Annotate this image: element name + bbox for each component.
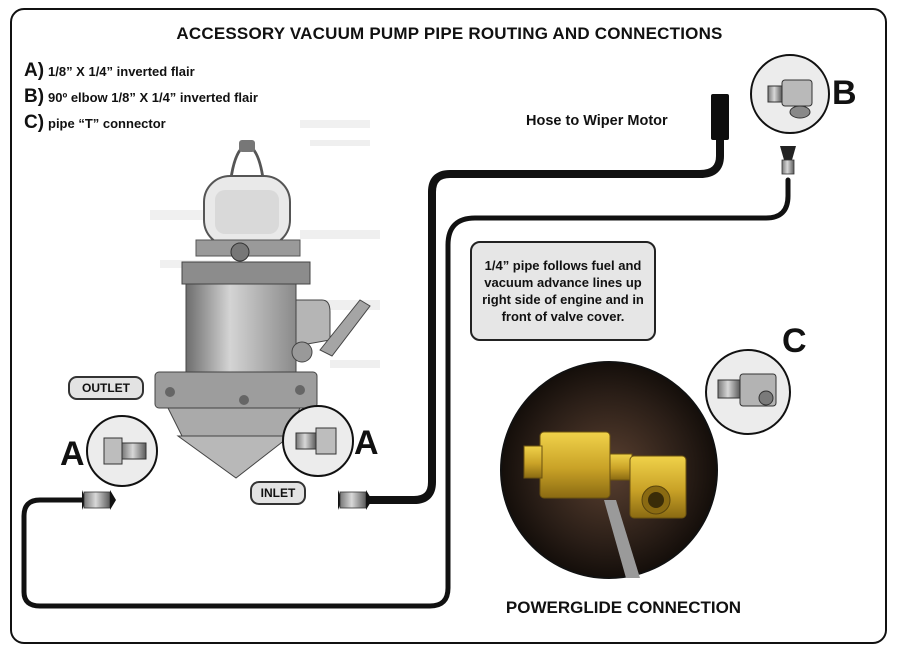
fuel-pump-illustration <box>154 140 371 479</box>
legend-text: 90º elbow 1/8” X 1/4” inverted flair <box>48 90 258 105</box>
callout-a-right: A <box>354 424 379 462</box>
legend-text: pipe “T” connector <box>48 116 166 131</box>
outlet-flare-fitting <box>82 490 116 510</box>
fitting-c-inset <box>705 349 791 435</box>
powerglide-caption: POWERGLIDE CONNECTION <box>505 598 742 617</box>
legend: A) 1/8” X 1/4” inverted flair B) 90º elb… <box>24 60 258 138</box>
legend-key: A) <box>24 60 45 81</box>
fitting-a-right-inset <box>282 405 354 477</box>
legend-item-a: A) 1/8” X 1/4” inverted flair <box>24 60 258 86</box>
outlet-label: OUTLET <box>68 376 144 400</box>
legend-key: B) <box>24 86 45 107</box>
inlet-flare-fitting <box>338 490 372 510</box>
callout-b: B <box>832 74 857 112</box>
b-pipe-fitting <box>780 146 796 175</box>
diagram-title: ACCESSORY VACUUM PUMP PIPE ROUTING AND C… <box>176 24 723 43</box>
legend-item-c: C) pipe “T” connector <box>24 112 258 138</box>
powerglide-photo <box>500 361 718 579</box>
fitting-b-inset <box>750 54 830 134</box>
legend-key: C) <box>24 112 45 133</box>
fitting-a-left-inset <box>86 415 158 487</box>
legend-text: 1/8” X 1/4” inverted flair <box>48 64 195 79</box>
wiper-hose-pipe <box>361 136 724 504</box>
callout-c: C <box>782 322 807 360</box>
routing-note: 1/4” pipe follows fuel and vacuum advanc… <box>470 241 656 341</box>
inlet-label: INLET <box>250 481 306 505</box>
legend-item-b: B) 90º elbow 1/8” X 1/4” inverted flair <box>24 86 258 112</box>
callout-a-left: A <box>60 435 85 473</box>
wiper-hose-label: Hose to Wiper Motor <box>526 113 668 129</box>
vacuum-pipe-main <box>21 177 791 609</box>
wiper-hose-end <box>711 94 729 140</box>
